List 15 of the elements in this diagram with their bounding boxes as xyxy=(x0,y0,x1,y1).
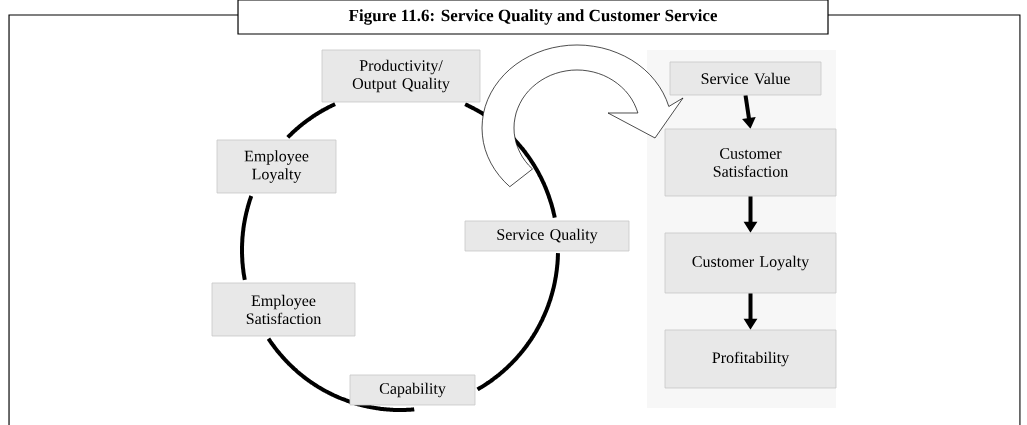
circle-arc xyxy=(266,337,415,412)
label-box: Service Value xyxy=(669,61,822,96)
curved-block-arrow xyxy=(481,44,684,188)
circle-arc xyxy=(286,102,336,139)
label-box: Capability xyxy=(349,374,476,406)
label-box: Productivity/ Output Quality xyxy=(321,49,481,103)
title-box: Figure 11.6: Service Quality and Customer Service xyxy=(237,0,829,35)
label-box: Employee Satisfaction xyxy=(211,282,356,337)
label-box: Employee Loyalty xyxy=(216,139,337,194)
circle-arc xyxy=(240,195,254,281)
circle-arc xyxy=(476,252,560,392)
label-box: Service Quality xyxy=(464,220,630,252)
label-box: Profitability xyxy=(664,329,837,389)
label-box: Customer Satisfaction xyxy=(664,128,837,197)
label-box: Customer Loyalty xyxy=(664,232,837,294)
